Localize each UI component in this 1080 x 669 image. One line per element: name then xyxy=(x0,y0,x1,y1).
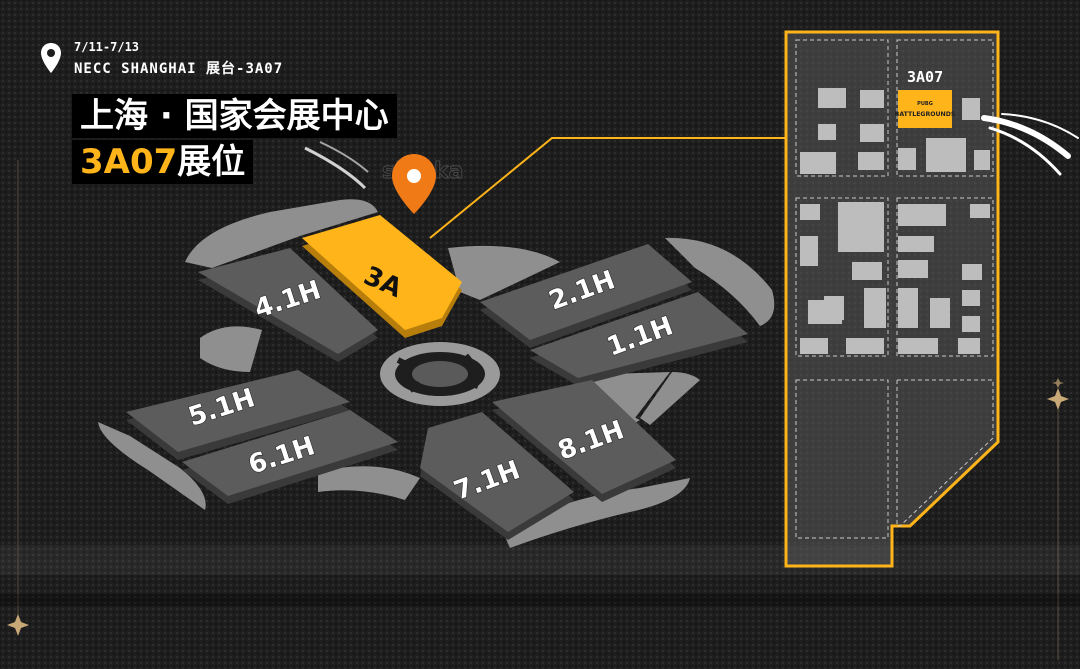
event-dates: 7/11-7/13 xyxy=(74,40,140,54)
headline-booth-code: 3A07 xyxy=(80,142,178,182)
hall-detail-panel: 3A07 PUBG BATTLEGROUNDS xyxy=(784,30,1000,568)
brush-stroke xyxy=(988,126,1062,176)
venue-name: NECC SHANGHAI xyxy=(74,61,197,77)
headline-booth: 3A07展位 xyxy=(72,140,254,184)
brush-stroke xyxy=(981,115,1071,159)
hall-6-1h[interactable]: 6.1H xyxy=(182,410,398,504)
hall-7-1h[interactable]: 7.1H xyxy=(420,412,574,540)
hall-5-1h[interactable]: 5.1H xyxy=(126,370,350,460)
floor-grid xyxy=(795,39,994,539)
brush-stroke xyxy=(319,141,369,173)
hall-8-1h[interactable]: 8.1H xyxy=(492,380,676,502)
brush-stroke xyxy=(304,146,367,190)
roads xyxy=(98,199,775,548)
detail-booth-label: 3A07 xyxy=(907,68,943,86)
headline-booth-suffix: 展位 xyxy=(177,142,246,182)
booth-blocks xyxy=(800,88,990,354)
pubg-booth[interactable]: PUBG BATTLEGROUNDS xyxy=(895,90,956,128)
brand-name-label: BATTLEGROUNDS xyxy=(895,111,956,118)
brand-small-label: PUBG xyxy=(917,101,933,107)
map-pin-icon xyxy=(41,43,61,73)
venue-english: NECC SHANGHAI 展台-3A07 xyxy=(74,58,283,78)
location-marker-icon xyxy=(392,154,436,214)
roundabout xyxy=(380,342,500,406)
hall-1-1h[interactable]: 1.1H xyxy=(530,292,748,386)
sparkle-icon xyxy=(1052,378,1064,388)
headline-venue: 上海 · 国家会展中心 xyxy=(72,94,397,138)
brush-stroke xyxy=(1001,113,1079,139)
sparkle-icon xyxy=(1047,388,1069,410)
booth-label: 展台-3A07 xyxy=(206,61,284,77)
hall-4-1h[interactable]: 4.1H xyxy=(198,248,378,362)
sparkle-icon xyxy=(7,614,29,636)
hall-3a[interactable]: 3A xyxy=(302,215,462,338)
connector-line xyxy=(429,137,786,239)
